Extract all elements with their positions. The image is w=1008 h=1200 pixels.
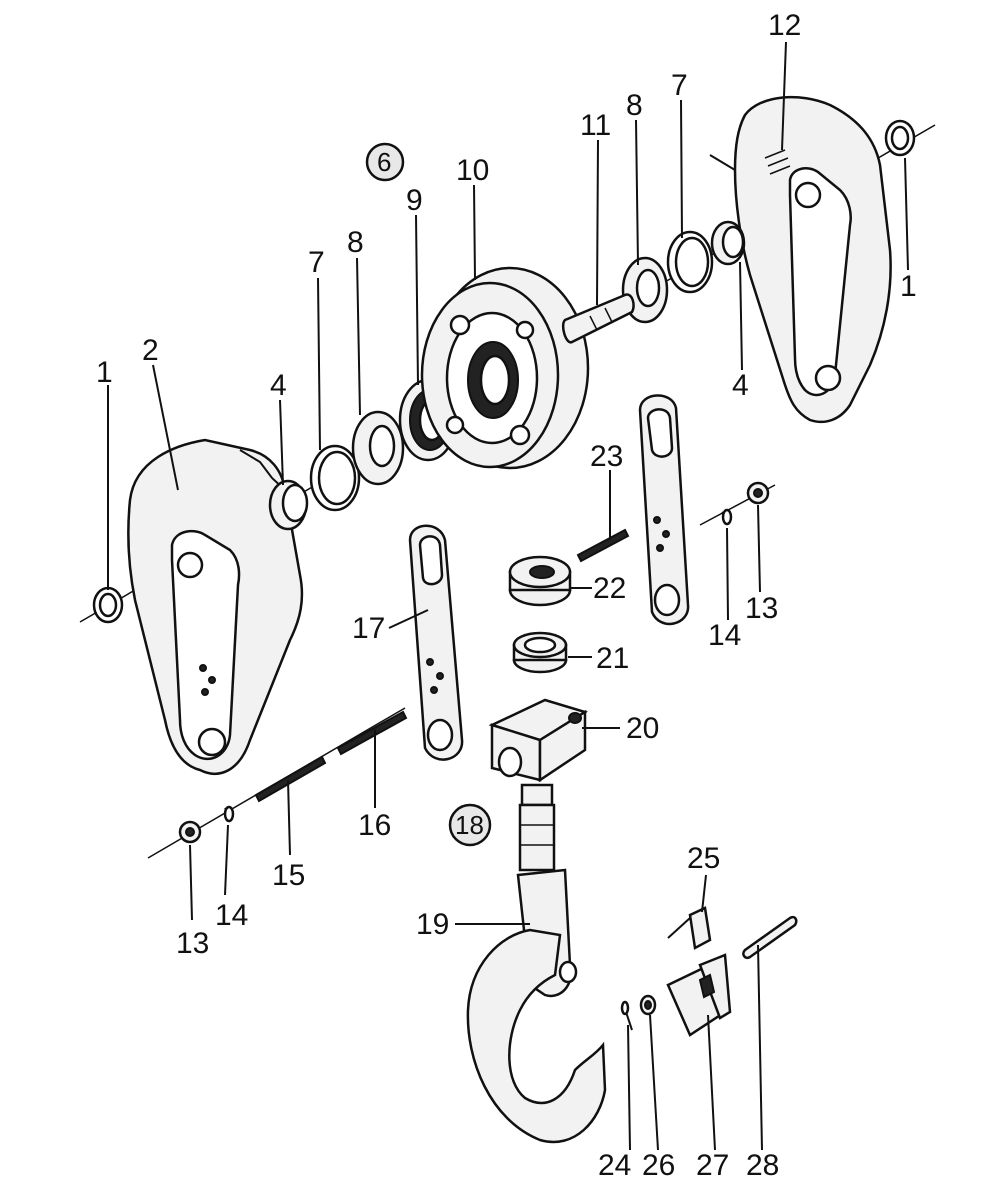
left-retaining-ring <box>309 444 361 512</box>
left-link-plate <box>408 524 464 761</box>
latch-washer <box>639 994 657 1016</box>
callout-2: 2 <box>142 334 159 367</box>
callout-21: 21 <box>596 642 629 675</box>
left-washer <box>351 410 405 486</box>
right-retaining-ring <box>666 230 714 294</box>
callout-7-left: 7 <box>308 246 325 279</box>
thrust-washer <box>512 631 568 674</box>
callout-labels: 1 2 4 7 8 6 9 10 11 8 7 12 4 1 23 22 17 … <box>96 9 917 1182</box>
crosshead-block <box>488 698 589 783</box>
callout-22: 22 <box>593 572 626 605</box>
callout-24: 24 <box>598 1149 631 1182</box>
callout-17: 17 <box>352 612 385 645</box>
callout-12: 12 <box>768 9 801 42</box>
pin-16 <box>336 710 408 756</box>
callout-10: 10 <box>456 154 489 187</box>
callout-26: 26 <box>642 1149 675 1182</box>
callout-20: 20 <box>626 712 659 745</box>
callout-23: 23 <box>590 440 623 473</box>
right-snap-ring <box>884 119 916 157</box>
pin-15 <box>254 755 327 803</box>
right-cotter-pin <box>721 508 733 526</box>
callout-1-left: 1 <box>96 356 113 389</box>
callout-4-right: 4 <box>732 369 749 402</box>
callout-25: 25 <box>687 842 720 875</box>
right-bushing <box>710 220 746 266</box>
pin-28 <box>742 915 798 959</box>
left-snap-ring <box>92 586 124 624</box>
latch-spring <box>667 906 712 950</box>
left-nut <box>178 820 202 844</box>
sheave <box>420 266 590 470</box>
callout-9: 9 <box>406 184 423 217</box>
marker-circle-18 <box>448 803 492 847</box>
left-side-plate <box>127 438 304 775</box>
marker-circle-6 <box>365 142 405 182</box>
pin-23 <box>576 528 630 563</box>
callout-4-left: 4 <box>270 369 287 402</box>
left-bushing <box>268 479 309 531</box>
callout-14-right: 14 <box>708 619 741 652</box>
callout-13-right: 13 <box>745 592 778 625</box>
hook <box>466 783 607 1144</box>
upper-nut <box>508 555 572 607</box>
right-side-plate <box>709 95 892 424</box>
callout-1-right: 1 <box>900 270 917 303</box>
right-nut <box>746 481 770 505</box>
axle <box>561 293 635 344</box>
callout-28: 28 <box>746 1149 779 1182</box>
latch-plate <box>666 953 732 1037</box>
callout-6: 6 <box>377 147 391 177</box>
callout-13-left: 13 <box>176 927 209 960</box>
callout-27: 27 <box>696 1149 729 1182</box>
leader-lines <box>107 41 909 1151</box>
callout-7-right: 7 <box>671 69 688 102</box>
latch-spring-pin <box>620 1000 633 1031</box>
right-link-plate <box>638 394 690 626</box>
callout-14-left: 14 <box>215 899 248 932</box>
callout-15: 15 <box>272 859 305 892</box>
callout-8-left: 8 <box>347 226 364 259</box>
callout-8-right: 8 <box>626 89 643 122</box>
callout-19: 19 <box>416 908 449 941</box>
callout-16: 16 <box>358 809 391 842</box>
callout-18: 18 <box>455 810 484 840</box>
left-cotter-pin <box>223 805 235 823</box>
callout-11: 11 <box>580 109 611 142</box>
